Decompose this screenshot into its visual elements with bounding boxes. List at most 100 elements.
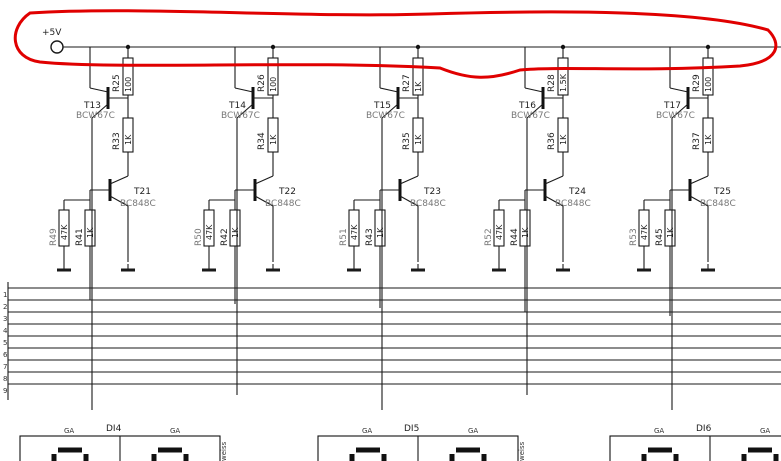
r-b-label: R42 — [220, 228, 230, 246]
npn-label: T24 — [568, 187, 586, 197]
r-top-label: R29 — [692, 74, 702, 92]
pnp-emitter — [524, 87, 544, 93]
pnp-emitter — [89, 87, 109, 93]
r-top-value: 100 — [124, 77, 133, 92]
r-b-label: R45 — [655, 228, 665, 246]
r-a-value: 47K — [205, 224, 214, 240]
npn-emitter — [254, 195, 274, 207]
r-top-label: R26 — [257, 74, 267, 92]
r-top-label: R28 — [547, 74, 557, 92]
npn-emitter — [399, 195, 419, 207]
display-name: DI5 — [404, 424, 419, 434]
npn-type-label: BC848C — [410, 199, 446, 209]
npn-collector — [254, 175, 274, 185]
r-mid-value: 1K — [414, 134, 423, 145]
r-mid-value: 1K — [704, 134, 713, 145]
pnp-collector — [381, 103, 399, 119]
bus-line-label: 8 — [3, 375, 7, 383]
segment-bus: 1 2 3 4 5 6 7 8 9 — [3, 282, 781, 400]
npn-type-label: BC848C — [120, 199, 156, 209]
r-top-label: R27 — [402, 74, 412, 92]
r-top-value: 1.5K — [559, 73, 568, 92]
r-a-label: R50 — [194, 228, 204, 246]
npn-collector — [689, 175, 709, 185]
ga-label: GA — [760, 427, 770, 435]
r-a-label: R51 — [339, 228, 349, 246]
npn-label: T22 — [278, 187, 296, 197]
r-mid-value: 1K — [269, 134, 278, 145]
r-b-value: 1K — [231, 227, 240, 238]
color-label: weiss — [220, 441, 228, 461]
r-b-label: R43 — [365, 228, 375, 246]
display-name: DI4 — [106, 424, 122, 434]
pnp-label: T16 — [518, 101, 536, 111]
r-b-value: 1K — [86, 227, 95, 238]
r-a-label: R53 — [629, 228, 639, 246]
r-b-label: R41 — [75, 228, 85, 246]
pnp-emitter — [379, 87, 399, 93]
supply-terminal: +5V — [42, 28, 64, 54]
npn-collector — [544, 175, 564, 185]
npn-emitter — [544, 195, 564, 207]
pnp-collector — [526, 103, 544, 119]
pnp-type-label: BCW67C — [656, 111, 695, 121]
r-a-label: R49 — [49, 228, 59, 246]
npn-label: T25 — [713, 187, 731, 197]
seven-segment-display: DI5 GA GA weiss — [317, 424, 526, 461]
bus-line-label: 5 — [3, 339, 7, 347]
bus-line-label: 1 — [3, 291, 7, 299]
pnp-type-label: BCW67C — [221, 111, 260, 121]
r-mid-label: R35 — [402, 132, 412, 150]
supply-label: +5V — [42, 28, 62, 38]
r-a-value: 47K — [350, 224, 359, 240]
npn-type-label: BC848C — [555, 199, 591, 209]
display-name: DI6 — [696, 424, 712, 434]
bus-line-label: 4 — [3, 327, 8, 335]
r-a-value: 47K — [640, 224, 649, 240]
bus-line-label: 6 — [3, 351, 8, 359]
pnp-collector — [91, 103, 109, 119]
r-mid-value: 1K — [124, 134, 133, 145]
pnp-type-label: BCW67C — [366, 111, 405, 121]
r-top-value: 1K — [414, 81, 423, 92]
bus-line-label: 9 — [3, 387, 7, 395]
ga-label: GA — [362, 427, 372, 435]
r-b-label: R44 — [510, 228, 520, 246]
ga-label: GA — [468, 427, 478, 435]
pnp-type-label: BCW67C — [76, 111, 115, 121]
r-b-value: 1K — [666, 227, 675, 238]
r-mid-label: R37 — [692, 132, 702, 150]
pnp-label: T13 — [83, 101, 101, 111]
r-b-value: 1K — [521, 227, 530, 238]
npn-collector — [399, 175, 419, 185]
pnp-label: T17 — [663, 101, 681, 111]
bus-line-label: 3 — [3, 315, 7, 323]
bus-line-label: 7 — [3, 363, 7, 371]
pnp-emitter — [234, 87, 254, 93]
r-a-value: 47K — [60, 224, 69, 240]
ga-label: GA — [170, 427, 180, 435]
color-label: weiss — [518, 441, 526, 461]
bus-line-label: 2 — [3, 303, 7, 311]
npn-label: T21 — [133, 187, 151, 197]
npn-type-label: BC848C — [265, 199, 301, 209]
r-top-value: 100 — [269, 77, 278, 92]
pnp-type-label: BCW67C — [511, 111, 550, 121]
npn-emitter — [689, 195, 709, 207]
pnp-label: T14 — [228, 101, 246, 111]
terminal-circle — [50, 40, 64, 54]
npn-collector — [109, 175, 129, 185]
pnp-collector — [671, 103, 689, 119]
r-mid-label: R36 — [547, 132, 557, 150]
annotation-loop — [13, 9, 778, 79]
r-top-value: 100 — [704, 77, 713, 92]
